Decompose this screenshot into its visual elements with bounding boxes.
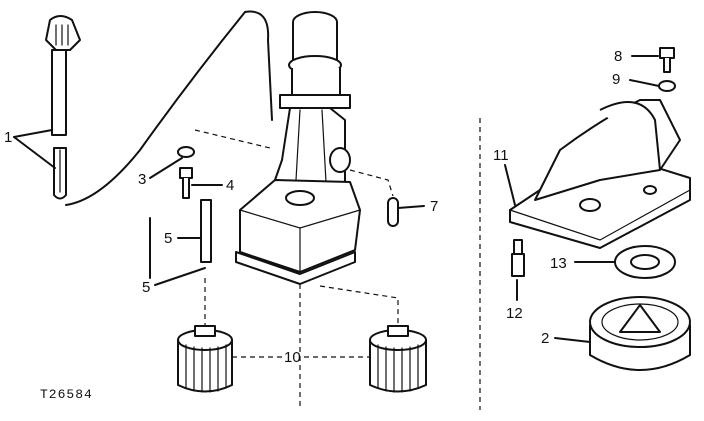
dowel-pin-part-5 [200,199,212,263]
gasket-part-13 [614,245,676,279]
leader-9 [629,79,660,87]
leader-5b [154,267,206,286]
callout-9: 9 [612,71,620,88]
bolt-part-8 [659,47,675,73]
callout-2: 2 [541,330,549,347]
callout-5b: 5 [142,279,150,296]
bolt-part-12 [511,239,525,277]
gear-part-left [177,325,233,393]
callout-1: 1 [4,129,12,146]
callout-11: 11 [493,147,509,164]
callout-10: 10 [284,349,301,366]
callout-4: 4 [226,177,234,194]
callout-12: 12 [506,305,523,322]
callout-5a: 5 [164,230,172,247]
leader-3 [149,157,183,179]
washer-part-9 [658,80,676,92]
screen-cap-part-2 [589,296,691,371]
washer-part-3 [177,146,195,158]
callout-3: 3 [138,171,146,188]
callout-7: 7 [430,198,438,215]
axis-washer [194,129,271,149]
gear-part-right [369,325,427,393]
figure-id: T26584 [40,387,93,402]
leader-1b [13,136,56,169]
callout-8: 8 [614,48,622,65]
axis-right [319,285,399,325]
leader-11 [504,164,516,206]
pickup-assembly-part-11 [509,99,691,249]
axis-oring [349,169,394,197]
oil-tube [65,10,273,206]
leader-1a [13,129,53,138]
leader-2 [554,337,591,343]
callout-13: 13 [550,255,567,272]
dipstick-tube-part [45,15,81,200]
o-ring-part-7 [387,197,399,227]
oil-pump-part [235,11,361,285]
leader-7 [397,205,425,209]
bolt-part-4 [179,167,193,199]
